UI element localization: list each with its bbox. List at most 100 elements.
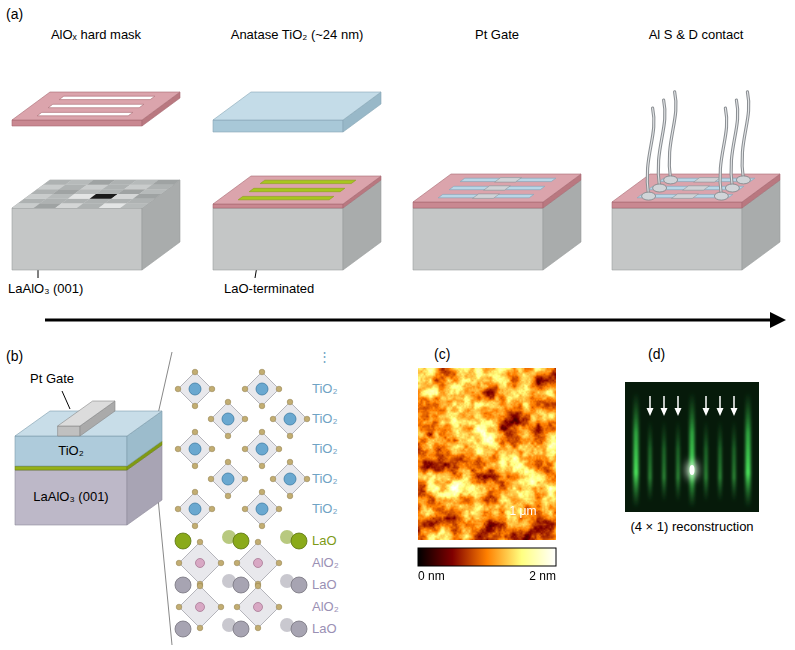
ti-atom (284, 473, 296, 485)
mask-opening (48, 104, 144, 107)
o-atom (276, 560, 282, 566)
pt-gate (473, 194, 500, 199)
tio2-layer (213, 92, 381, 120)
o-atom (255, 539, 261, 545)
fractional-streak (705, 420, 708, 502)
o-atom (234, 560, 240, 566)
step-title: Anatase TiO₂ (~24 nm) (231, 28, 364, 43)
fractional-streak (663, 420, 666, 502)
bond-wire (720, 108, 727, 196)
lao-layer (15, 466, 127, 470)
bond-wire (720, 108, 727, 196)
o-atom (218, 604, 224, 610)
lao-stripe (260, 180, 356, 183)
color-bar (418, 548, 556, 566)
hard-mask (413, 202, 543, 208)
octahedron (178, 372, 212, 406)
mask-opening (59, 96, 155, 99)
al-contact (653, 184, 667, 192)
pt-gate (58, 426, 80, 436)
specular-spot (690, 465, 695, 475)
layer-name: TiO₂ (312, 472, 338, 487)
o-atom (259, 429, 265, 435)
o-atom (287, 493, 293, 499)
layer-name: LaO (312, 622, 337, 637)
octahedron (178, 432, 212, 466)
o-atom (176, 604, 182, 610)
o-atom (225, 433, 231, 439)
la-atom (175, 577, 191, 593)
o-atom (197, 583, 203, 589)
al-contact (725, 184, 739, 192)
al-atom (254, 559, 263, 568)
bond-wire (669, 92, 676, 180)
o-atom (255, 625, 261, 631)
substrate-block (213, 208, 343, 270)
leader-line (62, 391, 70, 409)
pt-gate (484, 186, 511, 190)
integer-streak (634, 392, 639, 508)
arrow-line (663, 396, 665, 409)
o-atom (225, 493, 231, 499)
tio2-channel (460, 178, 556, 181)
hard-mask (413, 174, 581, 202)
tio2-layer (213, 120, 343, 132)
ti-atom (256, 503, 268, 515)
arrow-head (647, 408, 654, 416)
o-atom (209, 506, 215, 512)
ti-atom (256, 443, 268, 455)
arrow-head (731, 408, 738, 416)
layer-name: TiO₂ (312, 442, 338, 457)
ti-atom (222, 473, 234, 485)
o-atom (192, 369, 198, 375)
la-atom (175, 621, 191, 637)
o-atom (259, 369, 265, 375)
octahedron (273, 402, 307, 436)
arrow-line (649, 396, 651, 409)
arrow-head (770, 312, 786, 328)
o-atom (270, 476, 276, 482)
o-atom (234, 604, 240, 610)
substrate-label: LaAlO₃ (001) (8, 282, 83, 297)
substrate-block (12, 180, 180, 208)
o-atom (208, 476, 214, 482)
layer-name: TiO₂ (312, 502, 338, 517)
o-atom (192, 463, 198, 469)
hard-mask (12, 92, 180, 120)
surface-patch (146, 185, 174, 190)
o-atom (242, 386, 248, 392)
layer-name: TiO₂ (312, 412, 338, 427)
o-atom (276, 446, 282, 452)
surface-patch (152, 180, 180, 185)
o-atom (242, 506, 248, 512)
step-title: Pt Gate (475, 28, 519, 43)
octahedron (245, 492, 279, 526)
o-atom (209, 386, 215, 392)
o-atom (197, 539, 203, 545)
o-atom (287, 399, 293, 405)
gate-label: Pt Gate (30, 372, 74, 387)
o-atom (276, 506, 282, 512)
octahedron (178, 492, 212, 526)
pt-gate (672, 194, 699, 199)
arrow-head (675, 408, 682, 416)
o-atom (176, 560, 182, 566)
termination-label: LaO-terminated (224, 282, 314, 297)
la-atom (233, 621, 249, 637)
pt-gate (694, 178, 721, 183)
hard-mask (612, 174, 780, 202)
hard-mask (213, 176, 381, 204)
zoom-line (158, 352, 172, 414)
octahedron (245, 432, 279, 466)
al-contact (714, 192, 728, 200)
surface-patch (120, 203, 148, 208)
rheed-image (625, 382, 759, 512)
o-atom (242, 446, 248, 452)
ti-atom (189, 503, 201, 515)
colorbar-label: 0 nm (418, 570, 445, 584)
panel-letter: (a) (6, 6, 23, 22)
pt-gate (495, 178, 522, 183)
specular-spot (687, 461, 697, 479)
tio2-channel (449, 186, 545, 189)
o-atom (259, 463, 265, 469)
